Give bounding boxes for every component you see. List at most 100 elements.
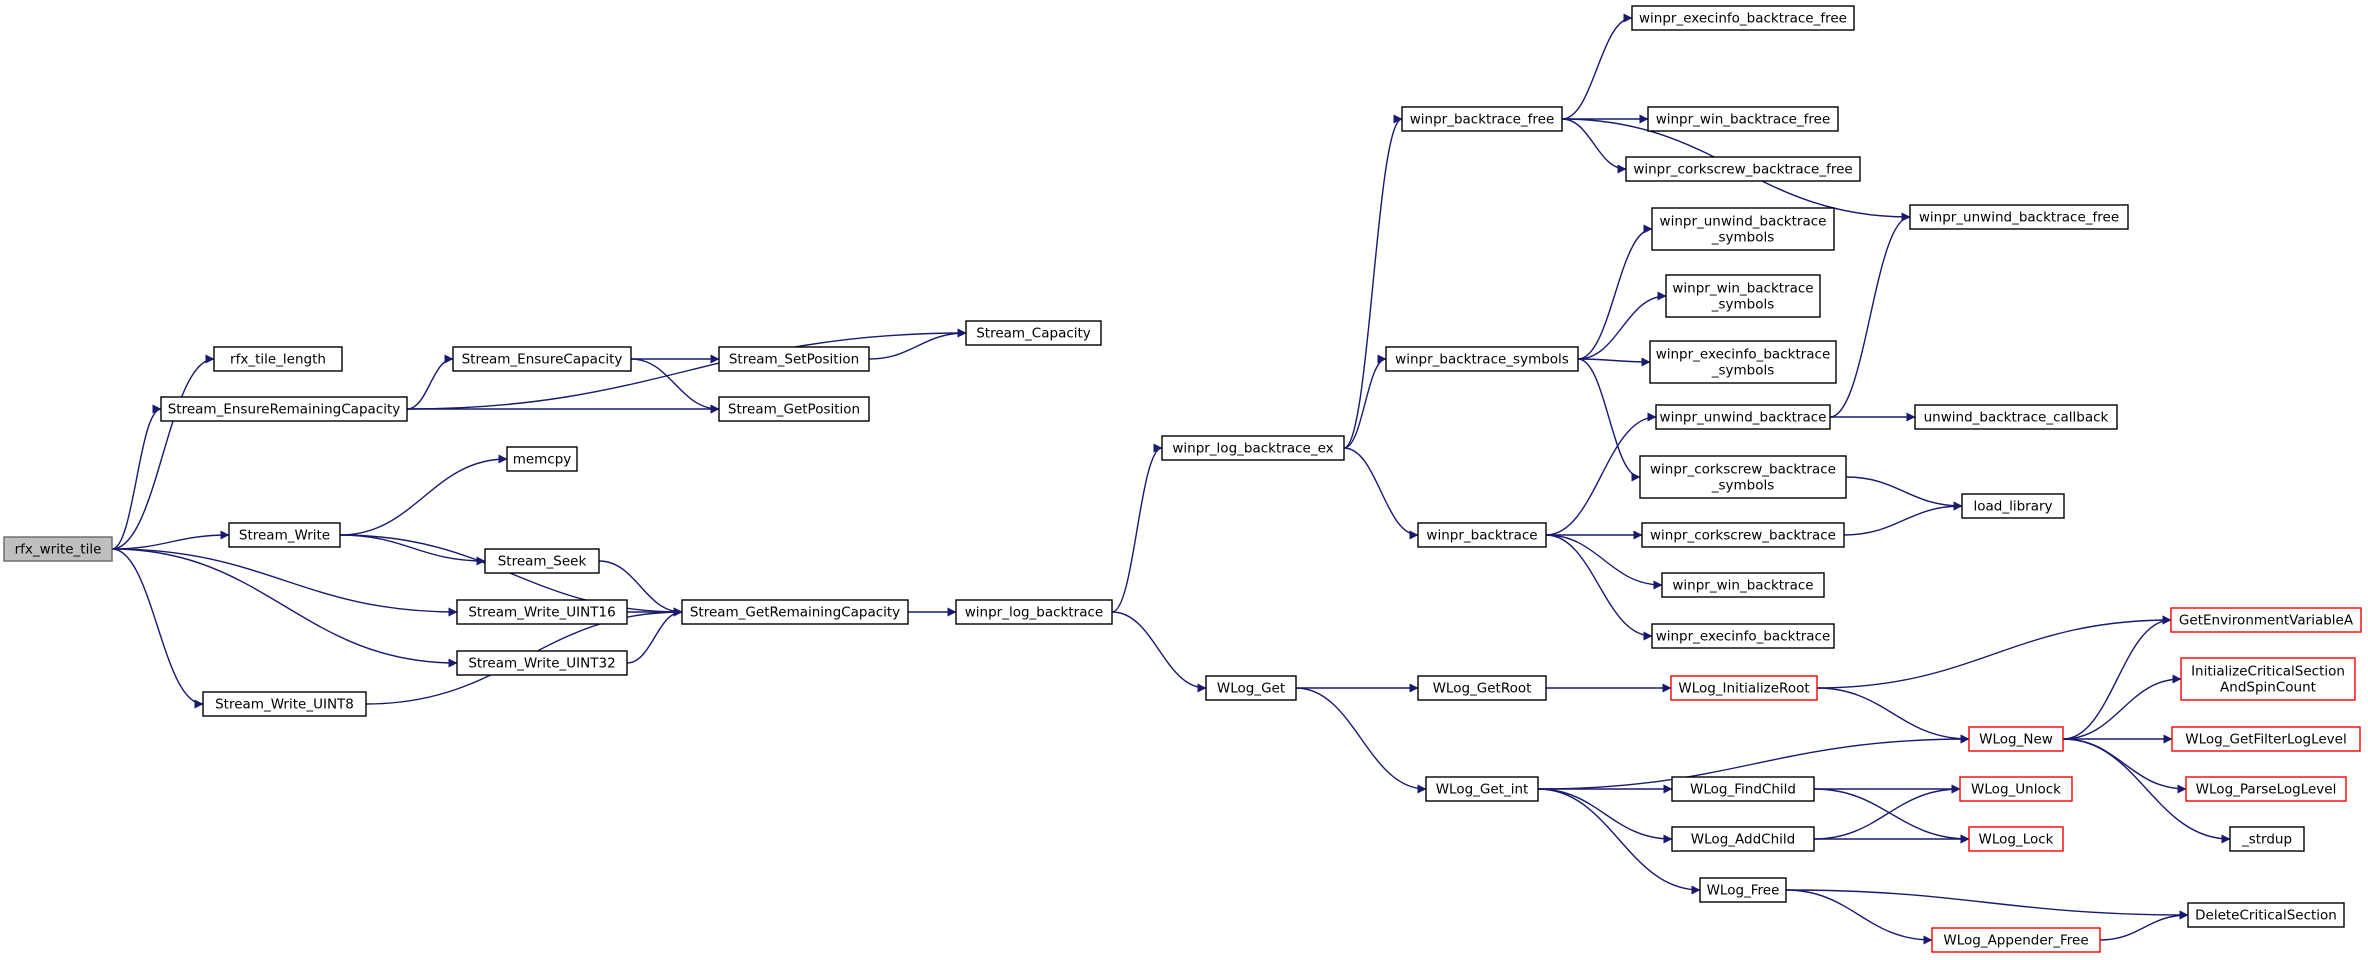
node-wlog-get-filter-log-level[interactable]: WLog_GetFilterLogLevel [2171,726,2361,752]
node-box [718,396,870,422]
node-box [484,548,600,574]
node-rfx-write-tile[interactable]: rfx_write_tile [3,536,113,562]
node-wlog-initialize-root[interactable]: WLog_InitializeRoot [1670,675,1818,701]
node-box [955,599,1113,625]
node-winpr-backtrace[interactable]: winpr_backtrace [1417,522,1547,548]
node-winpr-corkscrew-backtrace[interactable]: winpr_corkscrew_backtrace [1641,522,1845,548]
node-wlog-free[interactable]: WLog_Free [1699,877,1787,903]
node-box [1651,623,1835,649]
node-box [456,599,628,625]
node-winpr-win-backtrace-symbols[interactable]: winpr_win_backtrace_symbols [1665,274,1821,318]
node-wlog-add-child[interactable]: WLog_AddChild [1671,826,1815,852]
edge-wlog-free-to-delete-critical-section [1785,889,2189,920]
node-box [1909,204,2129,230]
edge-stream-seek-to-stream-get-remaining-capacity [598,560,683,617]
node-label: WLog_GetRoot [1433,681,1532,697]
edge-wlog-initialize-root-to-wlog-new [1816,687,1970,744]
node-stream-ensure-capacity[interactable]: Stream_EnsureCapacity [452,346,632,372]
node-wlog-lock[interactable]: WLog_Lock [1968,826,2064,852]
node-label: winpr_backtrace_free [1410,112,1555,128]
node-memcpy[interactable]: memcpy [506,446,578,472]
node-box [1968,726,2064,752]
node-wlog-unlock[interactable]: WLog_Unlock [1959,776,2073,802]
edge-wlog-initialize-root-to-get-environment-variable-a [1816,615,2172,689]
node-label: Stream_SetPosition [729,352,859,368]
node-wlog-get-root[interactable]: WLog_GetRoot [1417,675,1547,701]
node-get-environment-variable-a[interactable]: GetEnvironmentVariableA [2170,607,2362,633]
node-box [1665,274,1821,318]
node-wlog-parse-log-level[interactable]: WLog_ParseLogLevel [2185,776,2347,802]
node-stream-get-position[interactable]: Stream_GetPosition [718,396,870,422]
node-box [506,446,578,472]
node-winpr-backtrace-symbols[interactable]: winpr_backtrace_symbols [1385,346,1579,372]
edge-stream-ensure-remaining-capacity-to-stream-capacity [406,328,967,410]
node-stream-ensure-remaining-capacity[interactable]: Stream_EnsureRemainingCapacity [160,396,408,422]
node-strdup[interactable]: _strdup [2229,826,2305,852]
node-winpr-unwind-backtrace[interactable]: winpr_unwind_backtrace [1655,404,1831,430]
node-box [1639,455,1847,499]
node-wlog-new[interactable]: WLog_New [1968,726,2064,752]
node-label: winpr_execinfo_backtrace [1656,347,1831,363]
node-label: unwind_backtrace_callback [1924,410,2109,426]
edge-wlog-get-to-wlog-get-int [1295,687,1427,794]
node-label: _symbols [1711,363,1775,379]
edge-rfx-write-tile-to-stream-write [111,530,230,550]
node-stream-capacity[interactable]: Stream_Capacity [965,320,1102,346]
node-wlog-get-int[interactable]: WLog_Get_int [1425,776,1539,802]
node-box [2180,657,2356,701]
node-box [1655,404,1831,430]
edge-winpr-backtrace-symbols-to-winpr-corkscrew-backtrace-symbols [1577,358,1641,482]
edge-winpr-corkscrew-backtrace-to-load-library [1843,501,1963,536]
node-delete-critical-section[interactable]: DeleteCriticalSection [2187,902,2345,928]
edge-winpr-backtrace-free-to-winpr-corkscrew-backtrace-free [1561,118,1627,174]
node-wlog-find-child[interactable]: WLog_FindChild [1671,776,1815,802]
node-stream-set-position[interactable]: Stream_SetPosition [718,346,870,372]
node-winpr-execinfo-backtrace-free[interactable]: winpr_execinfo_backtrace_free [1631,5,1855,31]
node-box [1649,340,1837,384]
node-winpr-execinfo-backtrace-symbols[interactable]: winpr_execinfo_backtrace_symbols [1649,340,1837,384]
node-wlog-appender-free[interactable]: WLog_Appender_Free [1931,927,2101,953]
node-winpr-corkscrew-backtrace-free[interactable]: winpr_corkscrew_backtrace_free [1625,156,1861,182]
node-label: WLog_Get_int [1436,782,1529,798]
node-label: WLog_Free [1707,883,1780,899]
node-label: Stream_GetPosition [728,402,860,418]
node-winpr-win-backtrace[interactable]: winpr_win_backtrace [1661,572,1825,598]
edge-winpr-backtrace-to-winpr-unwind-backtrace [1545,412,1657,536]
node-stream-write-uint16[interactable]: Stream_Write_UINT16 [456,599,628,625]
node-load-library[interactable]: load_library [1961,493,2065,519]
node-box [1625,156,1861,182]
edge-stream-ensure-capacity-to-stream-get-position [630,358,720,414]
node-box [1161,435,1345,461]
node-label: WLog_ParseLogLevel [2196,782,2337,798]
node-box [2187,902,2345,928]
node-label: InitializeCriticalSection [2191,664,2345,680]
node-label: winpr_win_backtrace [1672,281,1813,297]
node-stream-get-remaining-capacity[interactable]: Stream_GetRemainingCapacity [681,599,909,625]
edge-winpr-log-backtrace-ex-to-winpr-backtrace-symbols [1343,354,1387,449]
edge-wlog-new-to-wlog-parse-log-level [2062,738,2187,794]
node-winpr-log-backtrace[interactable]: winpr_log_backtrace [955,599,1113,625]
node-winpr-unwind-backtrace-free[interactable]: winpr_unwind_backtrace_free [1909,204,2129,230]
edge-wlog-new-to-get-environment-variable-a [2062,615,2172,740]
node-box [1417,522,1547,548]
node-label: winpr_unwind_backtrace_free [1919,210,2119,226]
node-stream-seek[interactable]: Stream_Seek [484,548,600,574]
node-winpr-win-backtrace-free[interactable]: winpr_win_backtrace_free [1647,106,1839,132]
node-winpr-log-backtrace-ex[interactable]: winpr_log_backtrace_ex [1161,435,1345,461]
node-unwind-backtrace-callback[interactable]: unwind_backtrace_callback [1914,404,2118,430]
edge-wlog-new-to-strdup [2062,738,2231,844]
node-box [456,650,628,676]
node-winpr-corkscrew-backtrace-symbols[interactable]: winpr_corkscrew_backtrace_symbols [1639,455,1847,499]
node-winpr-unwind-backtrace-symbols[interactable]: winpr_unwind_backtrace_symbols [1651,207,1835,251]
node-label: WLog_Lock [1979,832,2054,848]
node-wlog-get[interactable]: WLog_Get [1205,675,1297,701]
node-rfx-tile-length[interactable]: rfx_tile_length [213,346,343,372]
node-stream-write-uint8[interactable]: Stream_Write_UINT8 [202,691,367,717]
node-winpr-backtrace-free[interactable]: winpr_backtrace_free [1401,106,1563,132]
node-stream-write[interactable]: Stream_Write [228,522,341,548]
node-label: rfx_tile_length [230,352,326,368]
node-stream-write-uint32[interactable]: Stream_Write_UINT32 [456,650,628,676]
node-winpr-execinfo-backtrace[interactable]: winpr_execinfo_backtrace [1651,623,1835,649]
edge-stream-write-to-memcpy [339,454,508,536]
